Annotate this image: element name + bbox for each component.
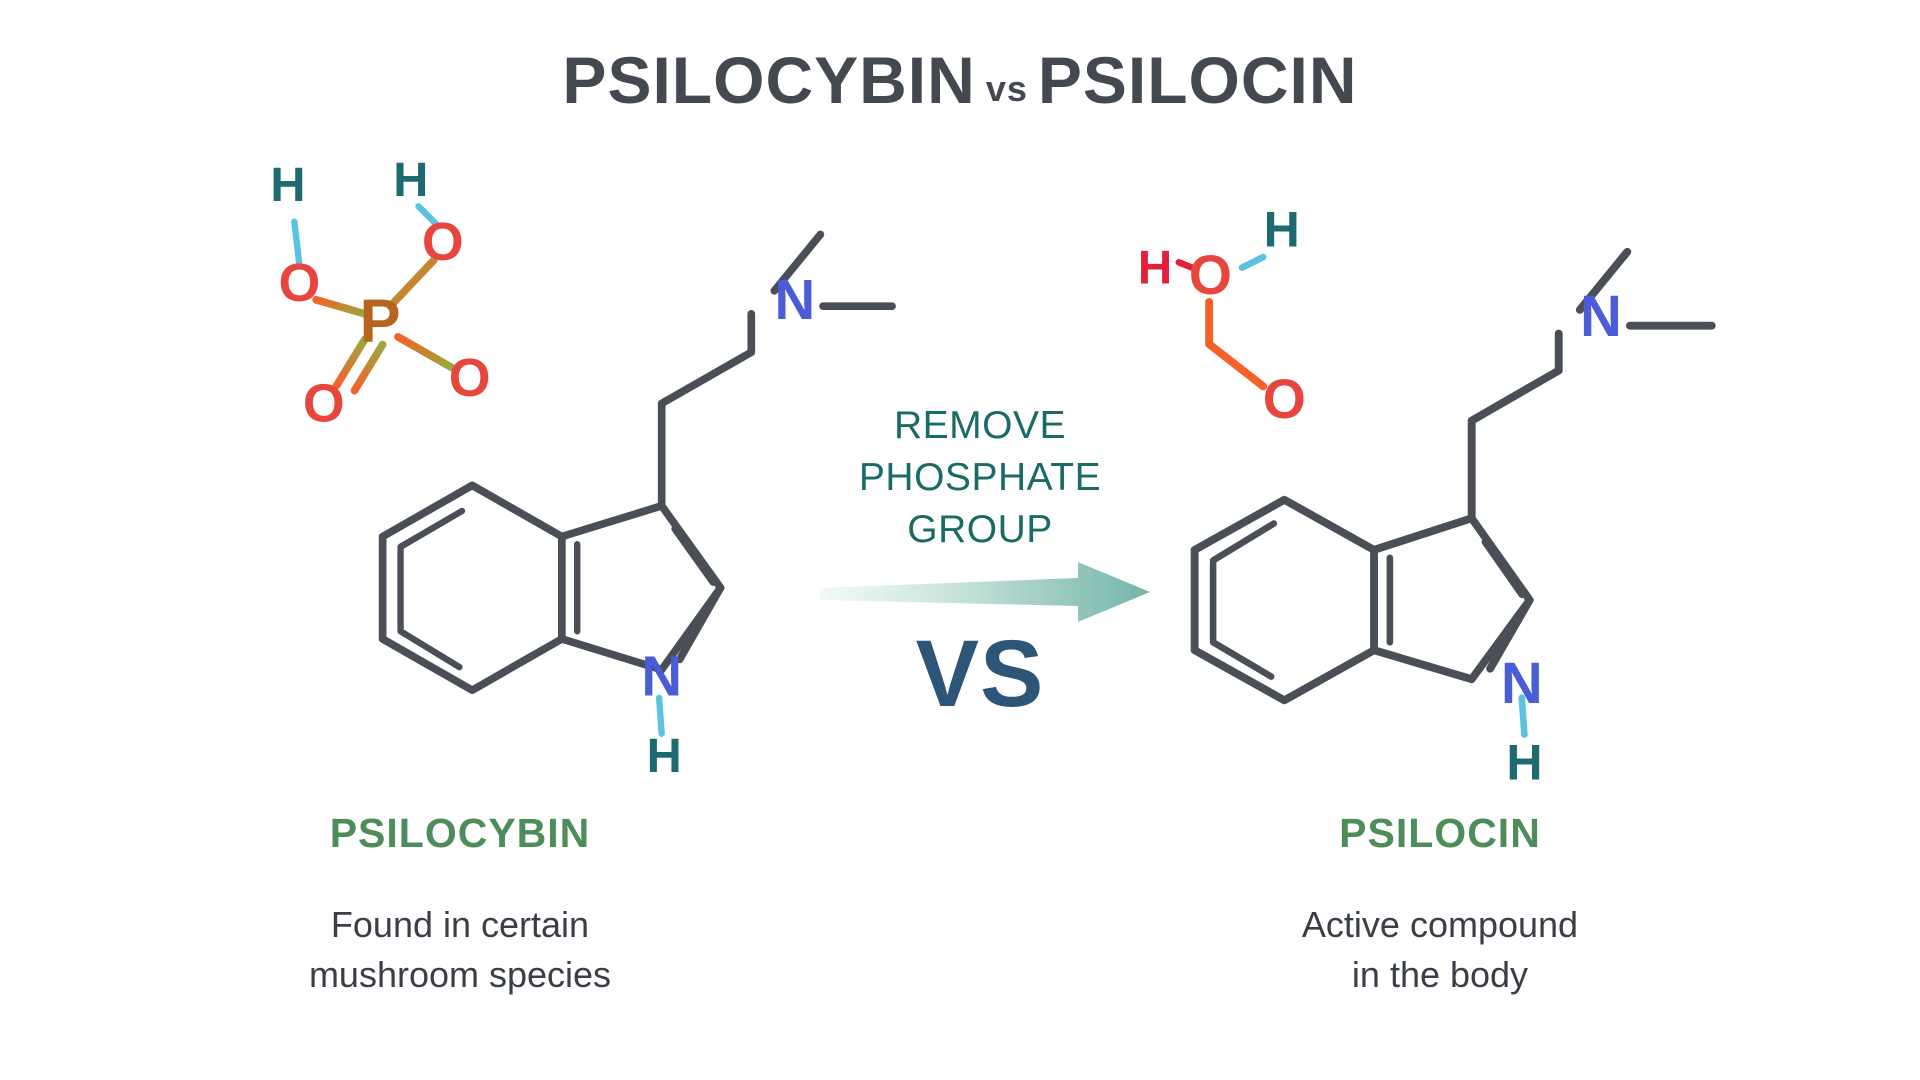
transformation-arrow <box>820 560 1150 630</box>
bond-p-o3-a <box>332 335 369 390</box>
phosphate-group <box>291 203 477 490</box>
psilocybin-caption-description: Found in certain mushroom species <box>180 900 740 1000</box>
bond-o1-p <box>312 295 369 318</box>
atom-label-o: O <box>422 212 464 272</box>
psilocybin-description-line-2: mushroom species <box>308 954 612 995</box>
title-left-word: PSILOCYBIN <box>562 43 976 117</box>
atom-label-p: P <box>360 287 401 356</box>
atom-label-n-ring: N <box>641 644 682 707</box>
atom-label-o: O <box>279 253 321 313</box>
benzene-double-3 <box>1209 638 1275 680</box>
bond-n-h-ring <box>1518 694 1528 738</box>
ethyl-chain <box>1467 329 1563 523</box>
psilocybin-description-line-1: Found in certain <box>330 904 590 945</box>
atom-label-o-ether: O <box>1263 368 1306 430</box>
benzene-double-3 <box>397 628 463 671</box>
bond-p-o4 <box>394 333 456 372</box>
bond-c-n-ring <box>1486 596 1534 673</box>
hydroxyl-group <box>1175 253 1289 504</box>
bond-h1-o1 <box>291 218 303 269</box>
transformation-line-2: PHOSPHATE <box>858 456 1102 499</box>
transformation-line-1: REMOVE <box>893 404 1067 447</box>
psilocin-caption-name: PSILOCIN <box>1339 810 1541 856</box>
atom-label-h-ring: H <box>647 729 682 783</box>
atom-label-n-amine: N <box>1580 284 1622 349</box>
atom-label-h-ring: H <box>1506 734 1542 790</box>
title-connector: vs <box>985 68 1028 109</box>
bond-n-methyl-1 <box>1575 247 1632 314</box>
bond-h-o-hydroxyl <box>1238 253 1267 271</box>
atom-label-h: H <box>1138 241 1172 294</box>
atom-label-o-hydroxyl: O <box>1189 244 1232 306</box>
transformation-line-3: GROUP <box>907 508 1053 551</box>
ethyl-chain <box>657 310 756 510</box>
psilocin-description-line-2: in the body <box>1351 954 1529 995</box>
bond-p-o3-b <box>350 340 387 395</box>
bond-c-n-ring <box>675 583 725 664</box>
benzene-ring <box>1190 495 1378 705</box>
pyrrole-double-2 <box>671 525 717 586</box>
atom-labels-left: H O H O P O O N H N <box>270 153 815 783</box>
psilocybin-structure: H O H O P O O N H N <box>270 153 896 783</box>
atom-label-h: H <box>1264 202 1300 258</box>
indole-ring-system <box>378 230 896 694</box>
bond-n-h-ring <box>655 694 665 737</box>
arrow-shape <box>820 562 1150 622</box>
atom-label-h: H <box>270 158 305 212</box>
bond-n-methyl-1 <box>770 230 825 295</box>
atom-label-o: O <box>303 373 345 433</box>
psilocin-caption-description: Active compound in the body <box>1160 900 1720 1000</box>
bond-h2-o2 <box>415 203 440 228</box>
benzene-double-2 <box>1209 520 1278 564</box>
indole-ring-system <box>1190 247 1716 705</box>
psilocin-description-line-1: Active compound <box>1301 904 1579 945</box>
transformation-label: REMOVE PHOSPHATE GROUP <box>830 400 1130 556</box>
atom-label-o: O <box>449 348 491 408</box>
benzene-ring <box>378 481 566 694</box>
vs-separator: VS <box>915 621 1045 727</box>
atom-label-n-ring: N <box>1501 651 1543 716</box>
psilocybin-caption-name: PSILOCYBIN <box>329 810 591 856</box>
bond-o2-p <box>386 256 438 310</box>
bond-hleft-o <box>1175 259 1196 271</box>
bond-hydroxyl-chain <box>1205 297 1268 391</box>
pyrrole-double-2 <box>1481 538 1526 599</box>
benzene-double-2 <box>397 507 466 550</box>
psilocin-structure: H O H O N H N <box>1138 202 1716 790</box>
atom-labels-right: H O H O N H N <box>1138 202 1622 790</box>
atom-label-n-amine: N <box>774 268 815 331</box>
title-right-word: PSILOCIN <box>1037 43 1358 117</box>
atom-label-h: H <box>393 153 428 207</box>
